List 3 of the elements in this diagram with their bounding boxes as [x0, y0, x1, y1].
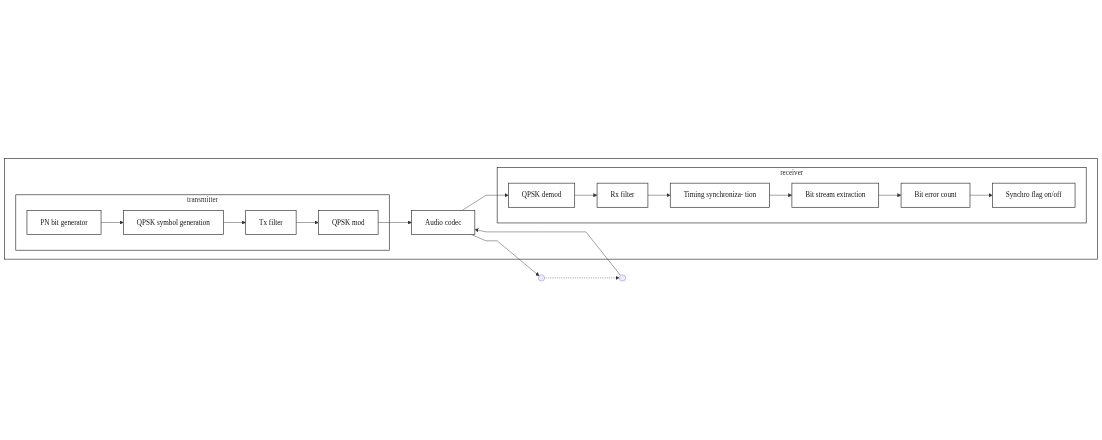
node-circle: [619, 274, 626, 282]
cluster: [4, 158, 1098, 260]
node-circle: [538, 274, 545, 282]
